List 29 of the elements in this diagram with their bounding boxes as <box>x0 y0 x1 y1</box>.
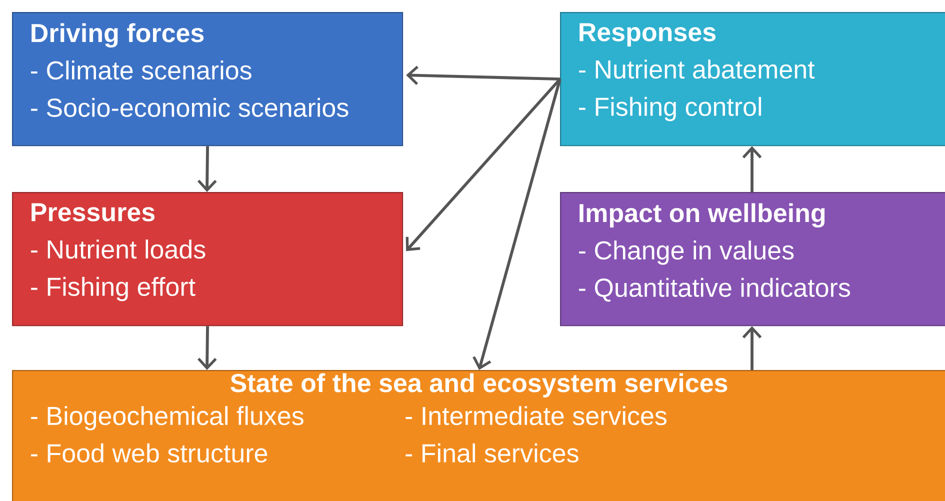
arrow <box>406 78 562 252</box>
box-heading: Driving forces <box>32 23 204 48</box>
list-item: - Change in values <box>579 240 794 265</box>
box-heading: Impact on wellbeing <box>580 203 825 228</box>
list-item: - Fishing control <box>579 96 762 122</box>
list-item: - Quantitative indicators <box>579 278 850 302</box>
arrow <box>198 326 217 370</box>
list-item: - Nutrient abatement <box>579 60 815 79</box>
arrow <box>197 146 217 192</box>
process-box <box>12 370 945 501</box>
process-box <box>560 12 945 146</box>
process-box <box>560 192 945 326</box>
list-item: - Socio-economic scenarios <box>31 98 348 117</box>
arrow <box>742 326 762 370</box>
list-item: - Intermediate services <box>406 406 667 426</box>
box-heading: State of the sea and ecosystem services <box>230 373 728 398</box>
process-box <box>12 192 404 326</box>
list-item: - Food web structure <box>31 443 268 462</box>
list-item: - Biogeochemical fluxes <box>31 406 304 430</box>
arrow <box>472 78 562 370</box>
list-item: - Climate scenarios <box>31 60 252 80</box>
box-heading: Pressures <box>32 203 155 222</box>
list-item: - Nutrient loads <box>31 240 206 259</box>
list-item: - Final services <box>406 443 578 462</box>
process-box <box>12 12 404 146</box>
box-heading: Responses <box>580 23 716 46</box>
arrow <box>406 66 560 85</box>
list-item: - Fishing effort <box>31 276 196 302</box>
arrow <box>742 146 762 192</box>
